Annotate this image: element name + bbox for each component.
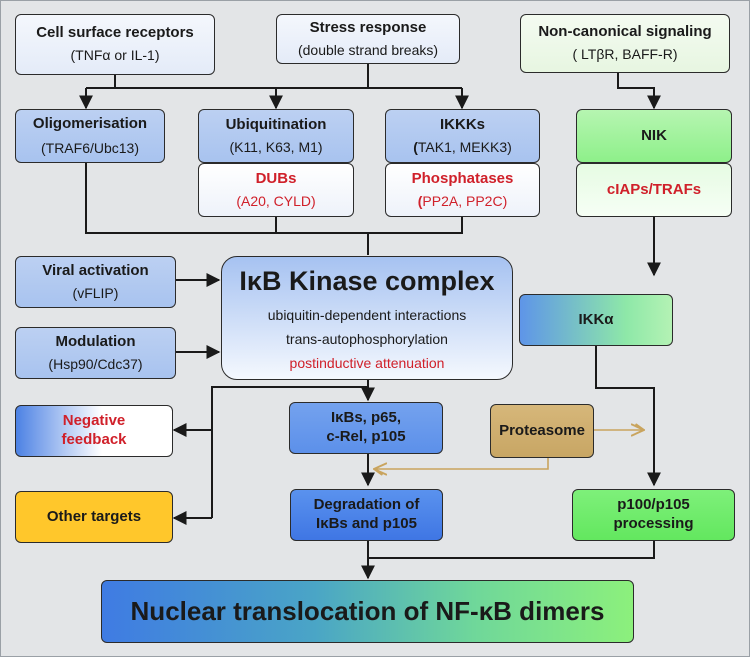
negative-feedback-box: Negative feedback [15,405,173,457]
degr-line1: Degradation of [313,496,420,514]
proteasome-box: Proteasome [490,404,594,458]
non-canonical-signaling-box: Non-canonical signaling ( LTβR, BAFF-R) [520,14,730,73]
ikb-line2: trans-autophosphorylation [286,331,448,348]
other-targets-box: Other targets [15,491,173,543]
negfb-line1: Negative [62,412,126,430]
viral-title: Viral activation [42,261,149,279]
line-collector [85,162,463,234]
phosph-sub-paren: ( [417,192,423,209]
oligo-title: Oligomerisation [32,114,148,132]
proteasome-arrow-left [374,458,549,469]
phosph-sub-text: PP2A, PP2C) [422,192,508,209]
line-bottom-bus [367,541,655,559]
ikkks-sub: (TAK1, MEKK3) [413,139,512,157]
modulation-box: Modulation (Hsp90/Cdc37) [15,327,176,379]
ikb-line3: postinductive attenuation [289,354,445,371]
phosph-sub: (PP2A, PP2C) [418,193,508,211]
line-left-branch [211,386,368,518]
ciaps-title: cIAPs/TRAFs [606,180,702,198]
degradation-box: Degradation of IκBs and p105 [290,489,443,541]
modulation-title: Modulation [55,332,136,350]
oligo-sub: (TRAF6/Ubc13) [40,139,140,156]
modulation-sub: (Hsp90/Cdc37) [48,355,143,372]
dubs-title: DUBs [255,169,297,187]
ikb-kinase-complex-box: IκB Kinase complex ubiquitin-dependent i… [221,256,513,380]
viral-activation-box: Viral activation (vFLIP) [15,256,176,308]
viral-sub: (vFLIP) [72,284,119,301]
ubiq-sub: (K11, K63, M1) [229,138,323,155]
cell-surface-receptors-box: Cell surface receptors (TNFα or IL-1) [15,14,215,75]
other-title: Other targets [46,507,142,525]
ciaps-traf-box: cIAPs/TRAFs [576,163,732,217]
ikkks-sub-text: TAK1, MEKK3) [417,138,512,155]
phosphatases-box: Phosphatases (PP2A, PP2C) [385,163,540,217]
p100-processing-box: p100/p105 processing [572,489,735,541]
stress-sub: (double strand breaks) [297,41,439,58]
noncanonical-sub: ( LTβR, BAFF-R) [572,46,678,63]
stress-title: Stress response [309,18,427,36]
dubs-sub: (A20, CYLD) [236,192,316,209]
nik-box: NIK [576,109,732,163]
ubiq-title: Ubiquitination [225,115,327,133]
noncanonical-title: Non-canonical signaling [538,23,712,41]
nuclear-title: Nuclear translocation of NF-κB dimers [130,596,605,627]
phosph-title: Phosphatases [411,169,514,187]
ikbs-p65-box: IκBs, p65, c-Rel, p105 [289,402,443,454]
ikka-title: IKKα [578,310,614,328]
stress-response-box: Stress response (double strand breaks) [276,14,460,64]
arrow-to-nik [617,73,661,110]
dubs-box: DUBs (A20, CYLD) [198,163,354,217]
nuclear-translocation-box: Nuclear translocation of NF-κB dimers [101,580,634,643]
degr-line2: IκBs and p105 [316,515,417,532]
p100-line1: p100/p105 [617,496,690,514]
p100-line2: processing [613,515,694,532]
ikkks-title: IKKKs [439,115,485,133]
ubiquitination-box: Ubiquitination (K11, K63, M1) [198,109,354,163]
ikbs-line2: c-Rel, p105 [326,428,406,445]
ikbs-line1: IκBs, p65, [330,409,402,427]
arrow-to-p100 [595,346,661,487]
ikb-line1: ubiquitin-dependent interactions [267,306,467,323]
cell-surface-title: Cell surface receptors [36,24,194,42]
negfb-line2: feedback [61,431,127,448]
ikb-title: IκB Kinase complex [239,266,495,296]
ikkks-sub-paren: ( [413,138,418,155]
ikkks-box: IKKKs (TAK1, MEKK3) [385,109,540,163]
oligomerisation-box: Oligomerisation (TRAF6/Ubc13) [15,109,165,163]
ikk-alpha-box: IKKα [519,294,673,346]
proteasome-title: Proteasome [499,421,585,439]
cell-surface-sub: (TNFα or IL-1) [70,47,160,64]
nik-title: NIK [641,126,667,144]
